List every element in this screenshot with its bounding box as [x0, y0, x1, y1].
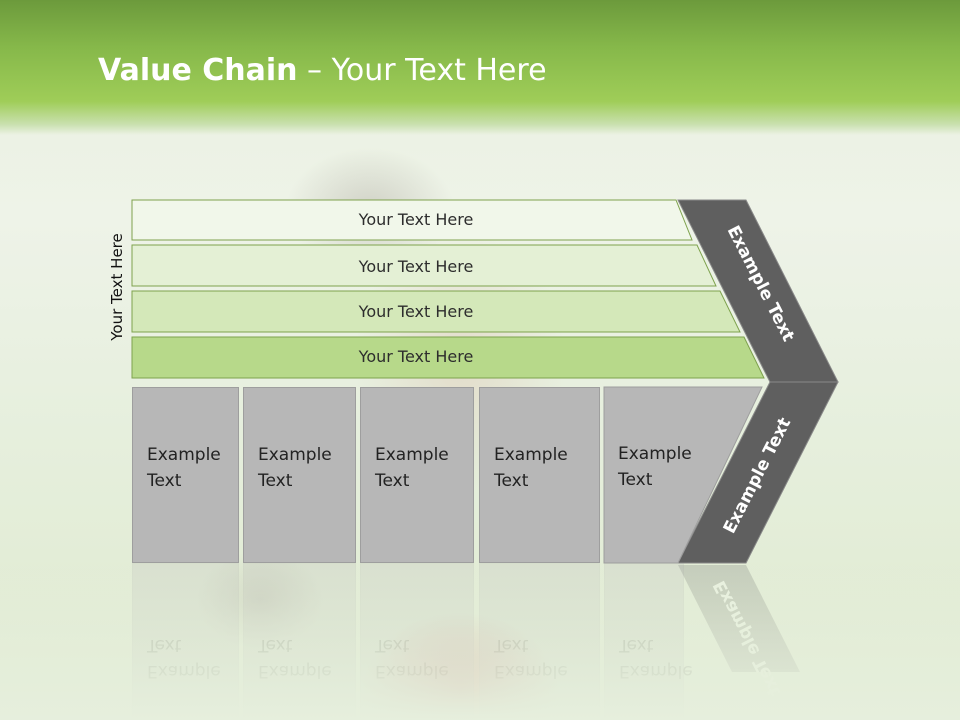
- column-1-label: Example Text: [147, 445, 221, 491]
- column-4-label: Example Text: [494, 445, 568, 491]
- bar-3-shape: [131, 290, 741, 333]
- bar-2-label: Your Text Here: [358, 257, 474, 276]
- column-5: Example Text: [604, 387, 692, 563]
- column-2-label: Example Text: [258, 445, 332, 491]
- bar-4-label: Your Text Here: [358, 347, 474, 366]
- column-4: Example Text: [479, 387, 600, 563]
- bar-2-shape: [131, 244, 717, 287]
- column-1: Example Text: [132, 387, 239, 563]
- bar-1-label: Your Text Here: [358, 210, 474, 229]
- bar-1-shape: [131, 199, 693, 241]
- chevron-reflection: Example Text: [678, 565, 800, 699]
- header-band: [0, 0, 960, 135]
- title-bold: Value Chain: [98, 53, 298, 88]
- bar-4-shape: [131, 336, 765, 379]
- column-3: Example Text: [360, 387, 474, 563]
- column-3-label: Example Text: [375, 445, 449, 491]
- title-rest: – Your Text Here: [297, 53, 547, 88]
- bar-3-label: Your Text Here: [358, 302, 474, 321]
- column-5-label: Example Text: [618, 444, 692, 490]
- page-title: Value Chain – Your Text Here: [98, 53, 547, 88]
- column-2: Example Text: [243, 387, 356, 563]
